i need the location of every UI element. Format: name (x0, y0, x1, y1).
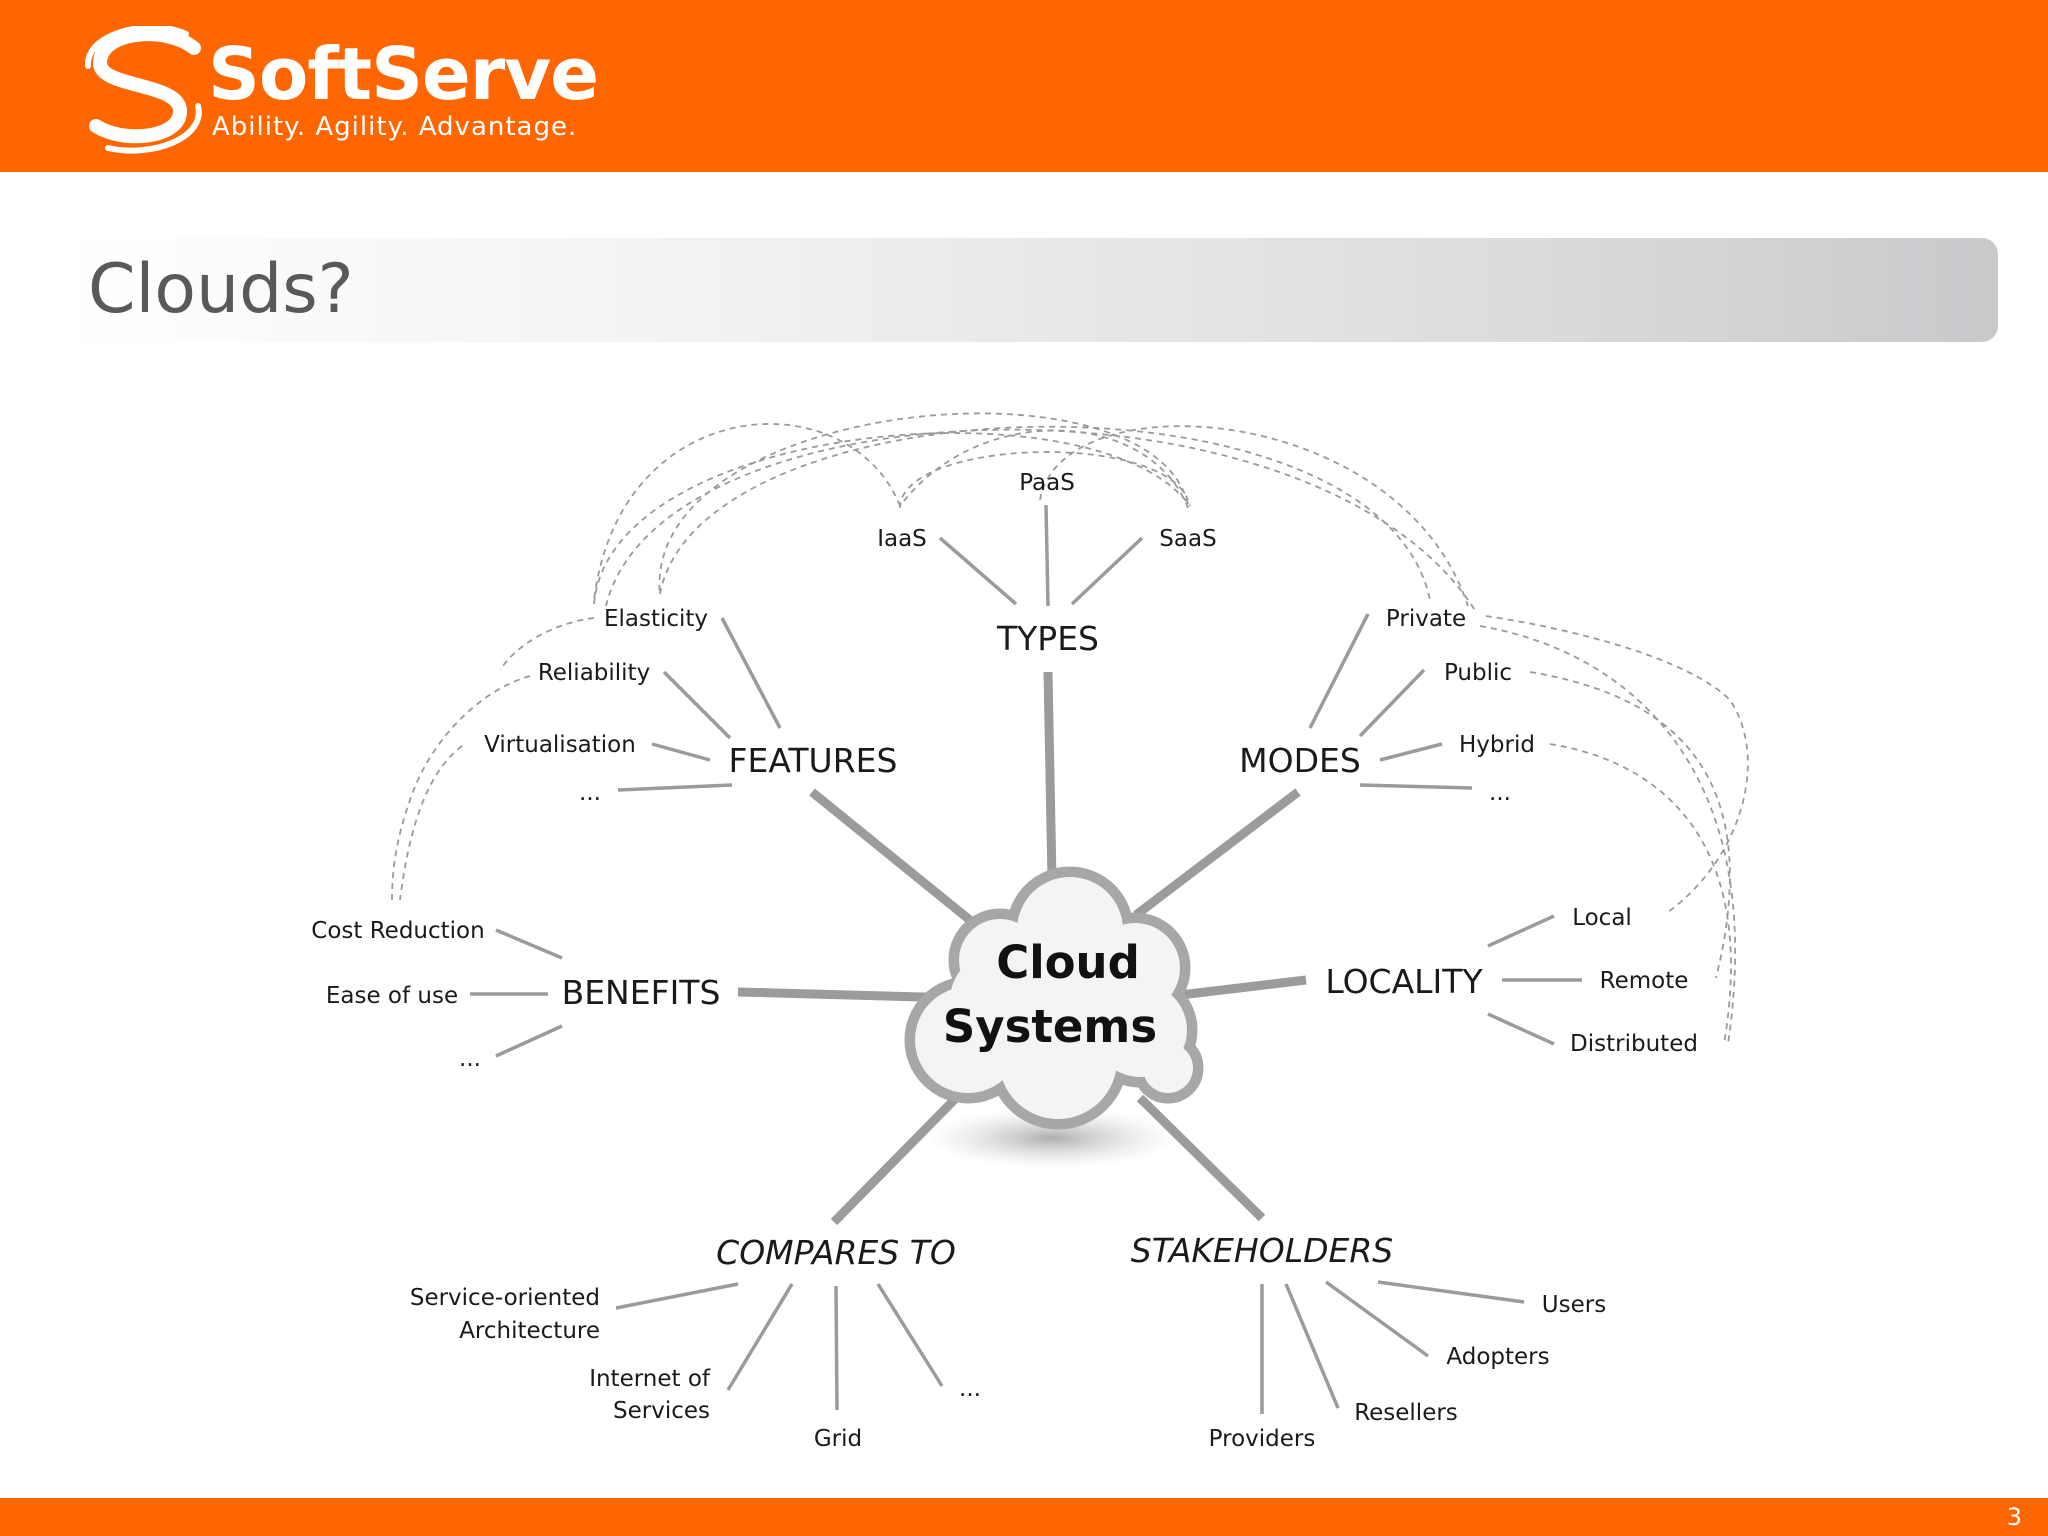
leaf-benefits-more: ... (459, 1046, 481, 1072)
leaf-features-more: ... (579, 780, 601, 806)
cloud-shape (904, 866, 1204, 1168)
leaf-saas: SaaS (1159, 526, 1216, 552)
leaf-distributed: Distributed (1570, 1031, 1698, 1057)
page-title: Clouds? (88, 250, 354, 329)
leaf-ios-line-1: Internet of (589, 1366, 711, 1392)
title-band (60, 238, 1998, 342)
leaf-hybrid: Hybrid (1459, 732, 1535, 758)
category-modes: MODES (1239, 741, 1361, 780)
header-bar: SoftServe Ability. Agility. Advantage. (0, 0, 2048, 172)
leaf-connectors (470, 504, 1582, 1414)
leaf-providers: Providers (1209, 1426, 1316, 1452)
leaf-iaas: IaaS (877, 526, 927, 552)
leaf-ease-of-use: Ease of use (326, 983, 458, 1009)
leaf-private: Private (1386, 606, 1466, 632)
logo-name: SoftServe (208, 32, 599, 116)
leaf-remote: Remote (1600, 968, 1689, 994)
softserve-swirl-icon (84, 26, 202, 154)
leaf-public: Public (1444, 660, 1512, 686)
logo-tagline: Ability. Agility. Advantage. (212, 112, 578, 142)
leaf-local: Local (1572, 905, 1632, 931)
category-benefits: BENEFITS (562, 973, 721, 1012)
leaf-ios-line-2: Services (613, 1398, 710, 1424)
center-line-1: Cloud (996, 936, 1140, 989)
leaf-grid: Grid (814, 1426, 862, 1452)
leaf-resellers: Resellers (1354, 1400, 1458, 1426)
category-types: TYPES (996, 619, 1099, 658)
main-spokes (737, 671, 1307, 1226)
leaf-virtualisation: Virtualisation (484, 732, 636, 758)
leaf-soa-line-2: Architecture (459, 1318, 600, 1344)
leaf-elasticity: Elasticity (604, 606, 708, 632)
dashed-connectors (391, 412, 1749, 1045)
leaf-compares-more: ... (959, 1376, 981, 1402)
page-number: 3 (2006, 1503, 2022, 1531)
leaf-modes-more: ... (1489, 780, 1511, 806)
leaf-paas: PaaS (1019, 470, 1075, 496)
center-line-2: Systems (943, 1000, 1157, 1053)
softserve-logo: SoftServe Ability. Agility. Advantage. (82, 26, 602, 156)
leaf-users: Users (1542, 1292, 1606, 1318)
leaf-cost-reduction: Cost Reduction (311, 918, 484, 944)
leaf-soa-line-1: Service-oriented (410, 1285, 600, 1311)
category-stakeholders: STAKEHOLDERS (1131, 1231, 1393, 1270)
category-locality: LOCALITY (1325, 962, 1483, 1001)
category-features: FEATURES (729, 741, 898, 780)
footer-bar (0, 1498, 2048, 1536)
leaf-reliability: Reliability (538, 660, 650, 686)
category-compares-to: COMPARES TO (716, 1233, 956, 1272)
leaf-adopters: Adopters (1446, 1344, 1549, 1370)
